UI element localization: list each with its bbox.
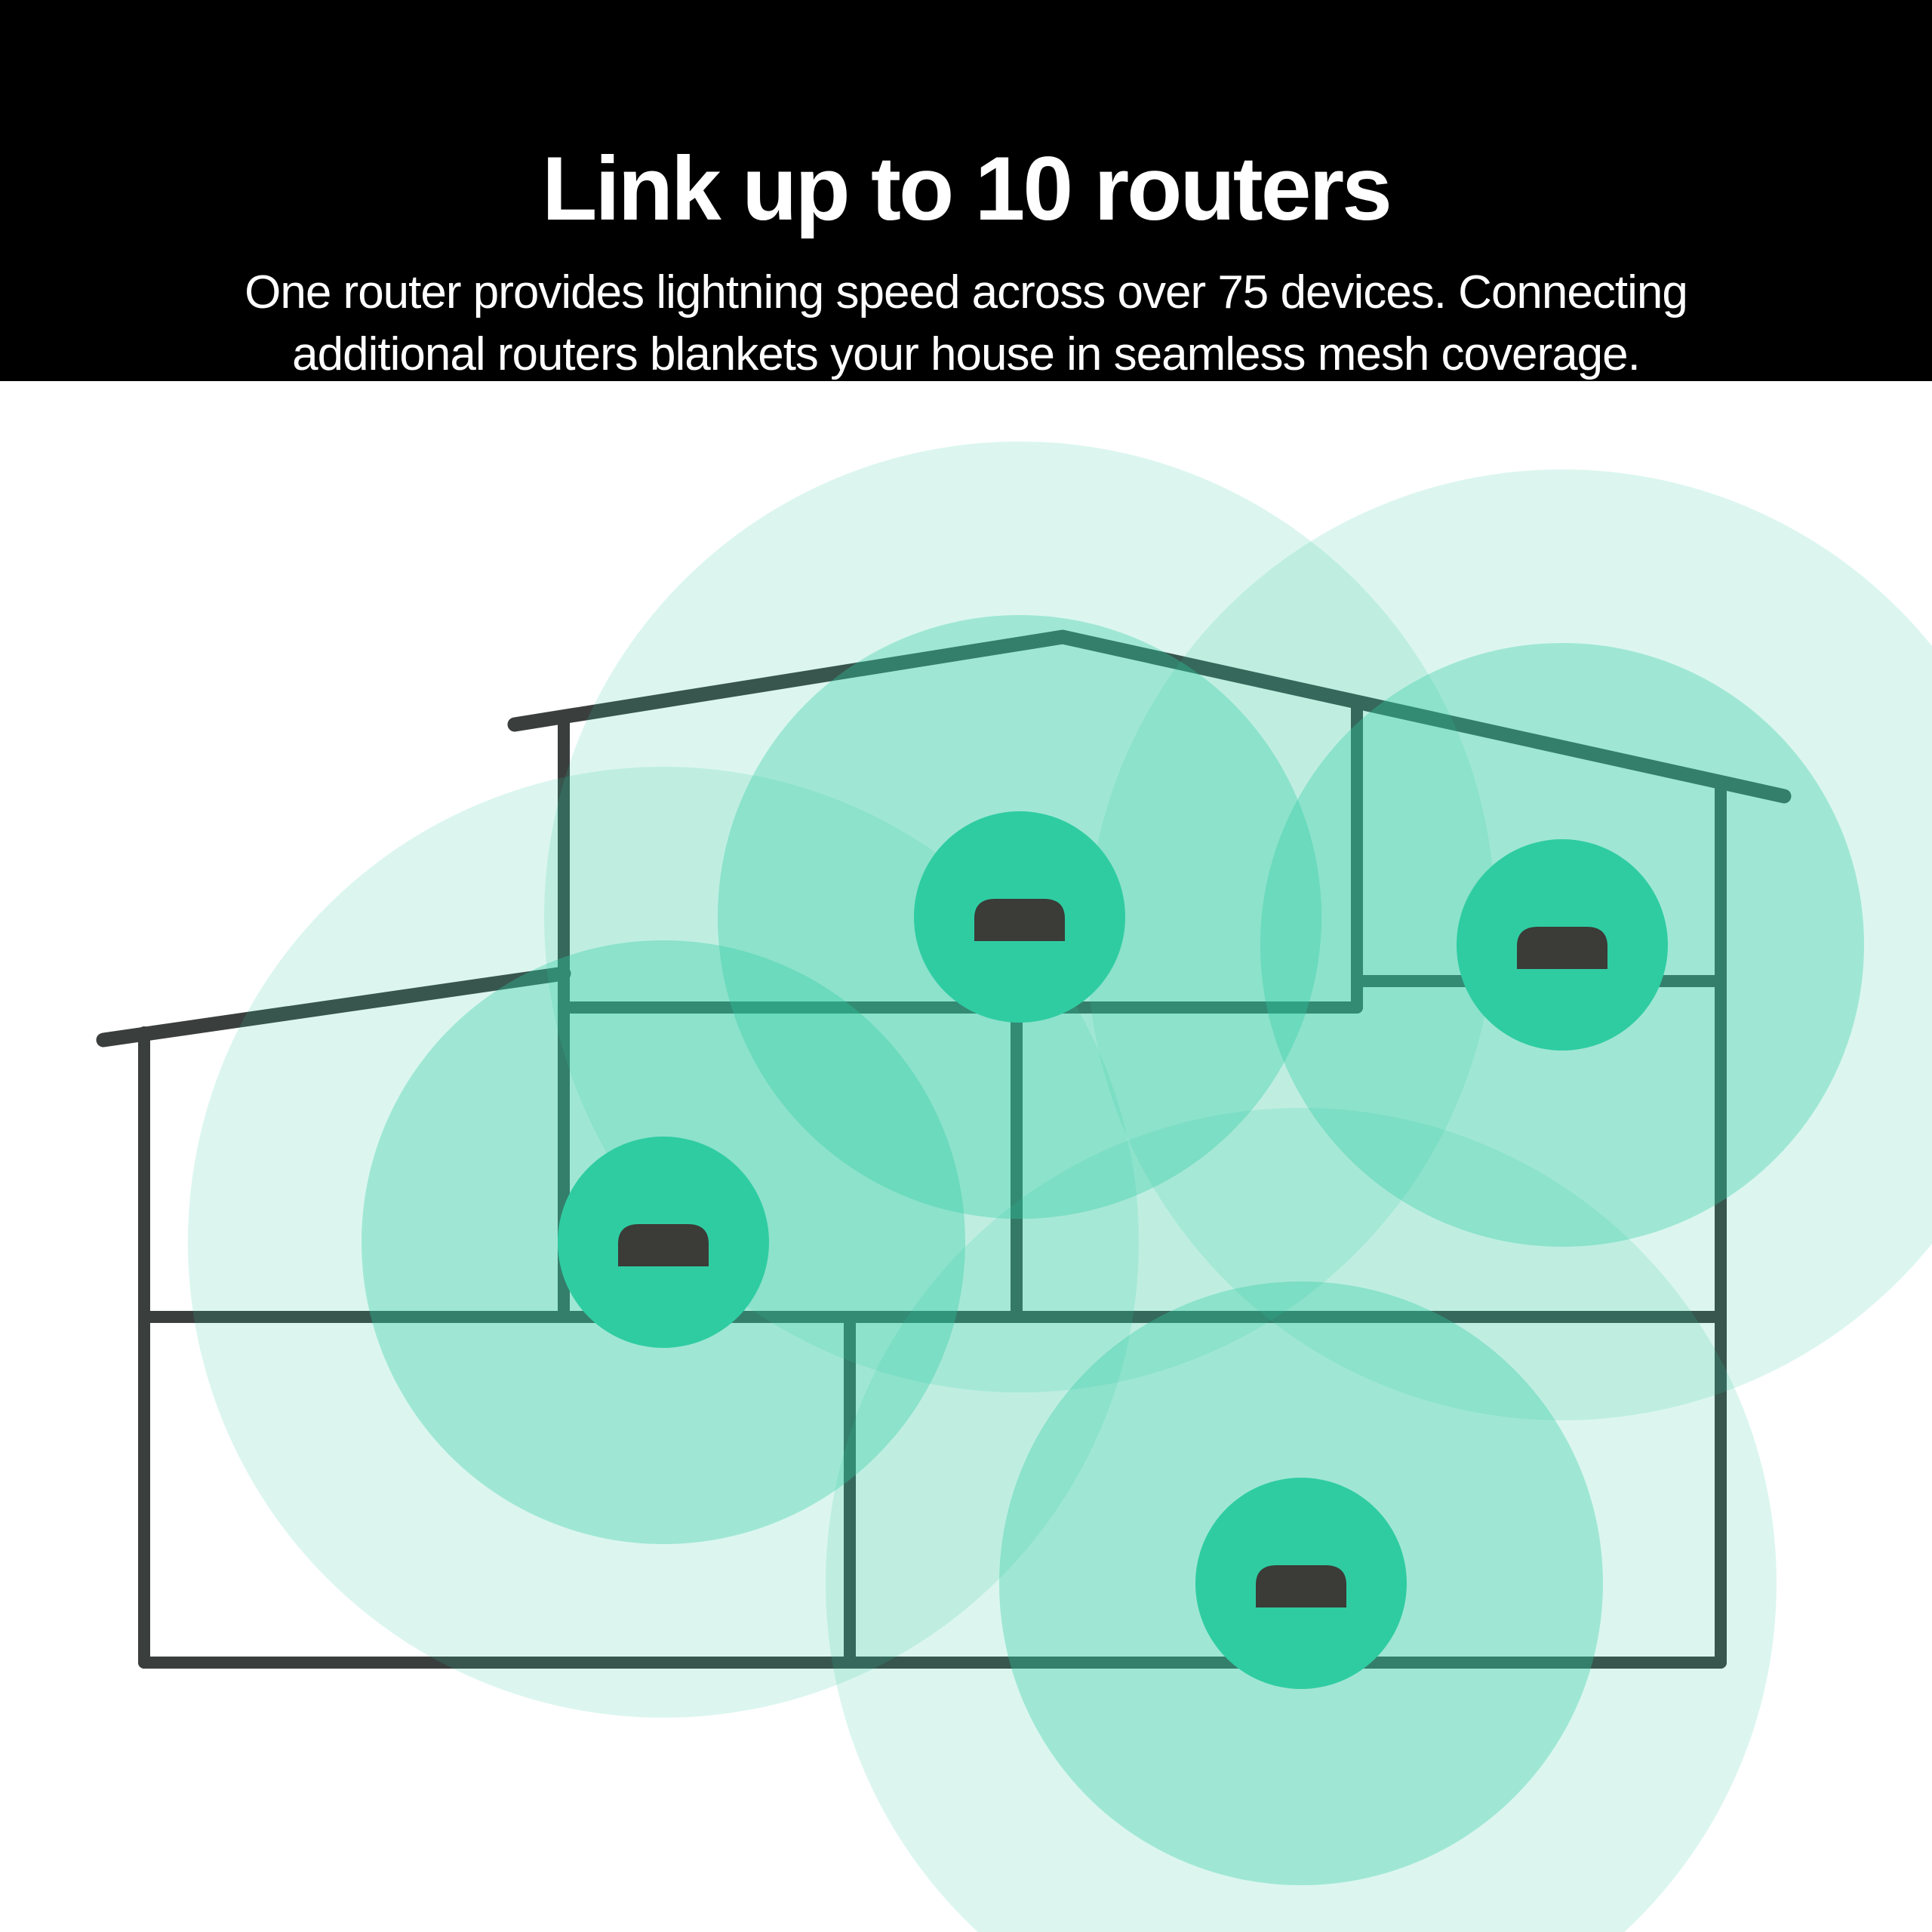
header-banner: Link up to 10 routers One router provide… <box>0 0 1932 381</box>
page-subtitle-line1: One router provides lightning speed acro… <box>245 266 1688 318</box>
page-subtitle-line2: additional routers blankets your house i… <box>292 328 1641 380</box>
router-icons <box>618 899 1607 1607</box>
router-ground-right-icon <box>1256 1565 1346 1607</box>
page-title: Link up to 10 routers <box>542 138 1392 239</box>
main-roof <box>507 629 1792 804</box>
left-roof <box>96 966 571 1048</box>
router-mid-left-icon <box>618 1224 709 1266</box>
router-top-right-icon <box>1517 927 1607 969</box>
router-top-center-icon <box>974 899 1065 941</box>
